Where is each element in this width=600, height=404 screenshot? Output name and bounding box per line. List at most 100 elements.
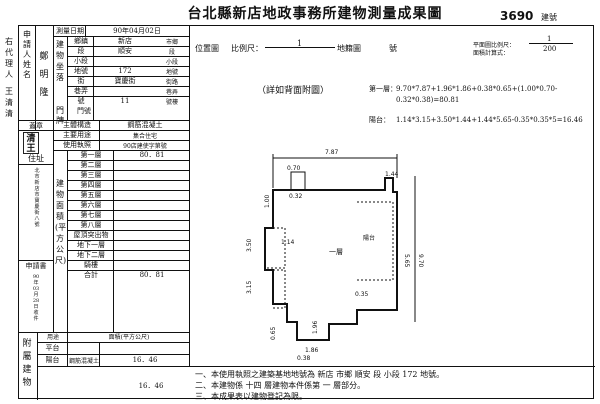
dim-w3: 1.00: [264, 194, 271, 208]
dim-bottom2: 1.86: [305, 347, 319, 354]
dim-bottom1: 1.96: [312, 320, 319, 334]
formula-floor1: 9.70*7.87+1.96*1.86+0.38*0.65+(1.00*0.70…: [396, 85, 558, 104]
address-text: 北市新店市寶慶街八號: [34, 168, 40, 228]
scale-value: 1: [297, 39, 303, 48]
attached-use: 平台: [45, 344, 60, 352]
location-field: 段: [77, 47, 85, 55]
footnote: 三、本成果表以建物登記為限。: [195, 392, 307, 401]
scale-label: 比例尺：: [231, 44, 263, 53]
floor-name: 第二層: [80, 161, 102, 169]
attached-label: 附屬建物: [22, 339, 32, 388]
dim-b1: 1.44: [385, 171, 399, 178]
dim-b2: 1.14: [281, 239, 295, 246]
main-use-value: 集合住宅: [132, 133, 157, 140]
floor-name: 第六層: [80, 201, 102, 209]
application-label: 申請書: [25, 262, 47, 270]
dim-bottom4: 0.65: [270, 326, 277, 340]
footnote: 一、本使用執照之建築基地地號為 新店 市鄉 順安 段 小段 172 地號。: [195, 370, 445, 379]
location-suffix: 小段: [165, 59, 178, 66]
area-calc-label: 面積計算式：: [473, 50, 510, 57]
dim-w2: 0.32: [289, 193, 303, 200]
document-frame: 申請人姓名 鄭明隆 蓋章 清王 測量日期 90年04月02日 建物坐落 鄉鎮新店…: [18, 25, 595, 401]
location-value: 172: [118, 67, 132, 75]
balcony-label: 陽台: [363, 234, 375, 242]
attached-total: 16．46: [138, 382, 164, 390]
applicant-name: 鄭明隆: [39, 52, 49, 98]
floor-plan-drawing: 7.87 9.70 5.65 3.50 3.15 0.70 0.32 1.00 …: [246, 149, 424, 362]
attached-structure: 鋼筋混凝土: [69, 358, 99, 365]
address-label: 住址: [28, 154, 44, 163]
floor-total-label: 合計: [84, 271, 98, 279]
attached-purpose-header: 用途: [46, 334, 59, 341]
document-title: 台北縣新店地政事務所建物測量成果圖: [187, 6, 443, 22]
position-label: 位置圖: [195, 44, 219, 53]
location-field: 地號: [74, 67, 88, 75]
application-date-text: 90年03月28日收件: [32, 274, 40, 322]
formula-balcony: 1.14*3.15+3.50*1.44+1.44*5.65-0.35*0.35*…: [396, 116, 583, 124]
document-number: 3690: [500, 9, 534, 23]
attached-use: 陽台: [45, 356, 60, 364]
dim-left-lower: 3.15: [246, 280, 253, 294]
balcony-right: [357, 201, 394, 281]
main-structure-label: 主體構造: [63, 121, 91, 129]
see-back-note: （詳如背面附圖）: [257, 86, 330, 96]
location-value: 新店: [118, 37, 132, 45]
floor-name: 第五層: [80, 191, 102, 199]
location-field: 巷弄: [74, 87, 88, 95]
attached-value: 16．46: [132, 356, 158, 364]
location-value: 順安: [118, 47, 132, 55]
dim-c1: 0.35: [355, 291, 369, 298]
main-structure-value: 鋼筋混凝土: [127, 121, 163, 129]
location-field: 小段: [74, 57, 88, 65]
plan-scale-num: 1: [547, 35, 552, 43]
parcel-number-label: 號: [389, 44, 397, 53]
location-field: 號: [77, 97, 85, 105]
formula-balcony-label: 陽台：: [369, 116, 390, 124]
location-suffix: 段: [168, 49, 175, 56]
location-suffix: 巷弄: [165, 89, 178, 96]
building-location-label: 建物坐落: [56, 40, 64, 82]
stair-box: [290, 171, 306, 191]
applicant-label: 申請人姓名: [23, 30, 31, 79]
document-number-label: 建號: [541, 13, 557, 22]
floor-area-label: 建物面積(平方公尺): [55, 179, 67, 265]
room-label: 一層: [329, 248, 343, 256]
location-field: 鄉鎮: [74, 37, 88, 45]
floor-plan-outline: [264, 177, 398, 341]
attached-area-header: 面積(平方公尺): [108, 334, 150, 341]
dim-top: 7.87: [325, 149, 339, 156]
survey-date-value: 90年04月02日: [113, 27, 161, 35]
location-field: 街: [77, 77, 85, 85]
applicant-seal: 清王: [23, 132, 39, 154]
floor-name: 地下二層: [77, 251, 105, 259]
location-value: 11: [120, 97, 130, 105]
plan-scale-label: 平面圖比例尺：: [473, 42, 516, 49]
floor-total-value: 80．81: [139, 271, 165, 279]
location-suffix: 市鄉: [165, 39, 178, 46]
dim-bottom3: 0.38: [297, 355, 311, 362]
door-number-label: 門號: [77, 107, 91, 115]
floor-name: 第四層: [80, 181, 102, 189]
footnote: 二、本建物係 十四 層建物本件係第 一 層部分。: [195, 381, 366, 390]
floor-name: 第七層: [80, 211, 102, 219]
seal-label: 蓋章: [29, 122, 43, 130]
dim-right: 9.70: [417, 254, 424, 268]
dim-left-upper: 3.50: [246, 238, 253, 252]
location-value: 寶慶街: [114, 77, 136, 85]
scale-suffix: 地籍圖: [337, 44, 361, 53]
floor-name: 地下一層: [77, 241, 105, 249]
floor-name: 騎樓: [84, 261, 98, 269]
balcony-upper: [265, 227, 286, 269]
dim-w1: 0.70: [287, 165, 301, 172]
floor-name: 第一層: [80, 151, 102, 159]
floor-name: 屋頂突出物: [73, 231, 109, 239]
balcony-lower: [265, 269, 286, 309]
formula-floor1-label: 第一層：: [369, 85, 397, 93]
floor-name: 第三層: [80, 171, 102, 179]
location-suffix: 號樓: [165, 99, 178, 106]
agent-side-name: 王清清: [5, 87, 13, 118]
license-value: 90店建使字第號: [123, 143, 167, 150]
location-suffix: 地號: [165, 69, 178, 76]
license-label: 使用執照: [63, 141, 91, 149]
dim-right-inner: 5.65: [403, 254, 410, 268]
